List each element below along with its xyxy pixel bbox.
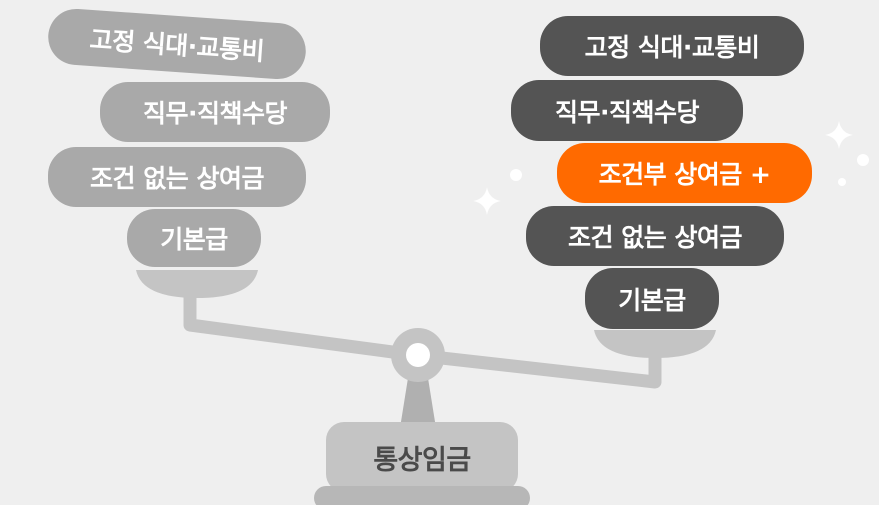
scale-base-foot bbox=[314, 486, 530, 505]
right-pan bbox=[594, 330, 716, 358]
left-item-unconditional-bonus: 조건 없는 상여금 bbox=[48, 147, 306, 207]
right-item-label: 직무·직책수당 bbox=[555, 97, 700, 127]
scale-stand bbox=[400, 378, 436, 428]
sparkle-icon bbox=[825, 121, 853, 149]
ordinary-wage-label: 통상임금 bbox=[373, 444, 471, 476]
right-item-position-allowance: 직무·직책수당 bbox=[511, 80, 743, 141]
right-item-meal-transport: 고정 식대·교통비 bbox=[540, 16, 804, 76]
dot-sparkle-icon bbox=[857, 154, 869, 166]
dot-sparkle-icon bbox=[838, 178, 846, 186]
left-pan bbox=[136, 270, 258, 298]
right-item-conditional-bonus: 조건부 상여금 + bbox=[557, 143, 812, 203]
left-item-base-salary: 기본급 bbox=[127, 209, 261, 267]
left-item-position-allowance: 직무·직책수당 bbox=[100, 82, 330, 142]
right-item-unconditional-bonus: 조건 없는 상여금 bbox=[526, 206, 784, 266]
dot-sparkle-icon bbox=[510, 169, 522, 181]
left-item-label: 고정 식대·교통비 bbox=[88, 24, 266, 67]
left-item-label: 직무·직책수당 bbox=[143, 99, 288, 128]
left-item-label: 조건 없는 상여금 bbox=[90, 164, 264, 193]
scale-base-block bbox=[326, 422, 518, 492]
right-item-base-salary: 기본급 bbox=[585, 268, 719, 329]
sparkle-icon bbox=[473, 187, 501, 215]
pivot-inner bbox=[406, 343, 430, 367]
right-item-label: 기본급 bbox=[618, 285, 686, 315]
right-item-label: 조건 없는 상여금 bbox=[568, 223, 742, 252]
left-item-label: 기본급 bbox=[160, 225, 228, 254]
right-item-label: 조건부 상여금 + bbox=[598, 160, 771, 189]
right-item-label: 고정 식대·교통비 bbox=[584, 33, 760, 62]
